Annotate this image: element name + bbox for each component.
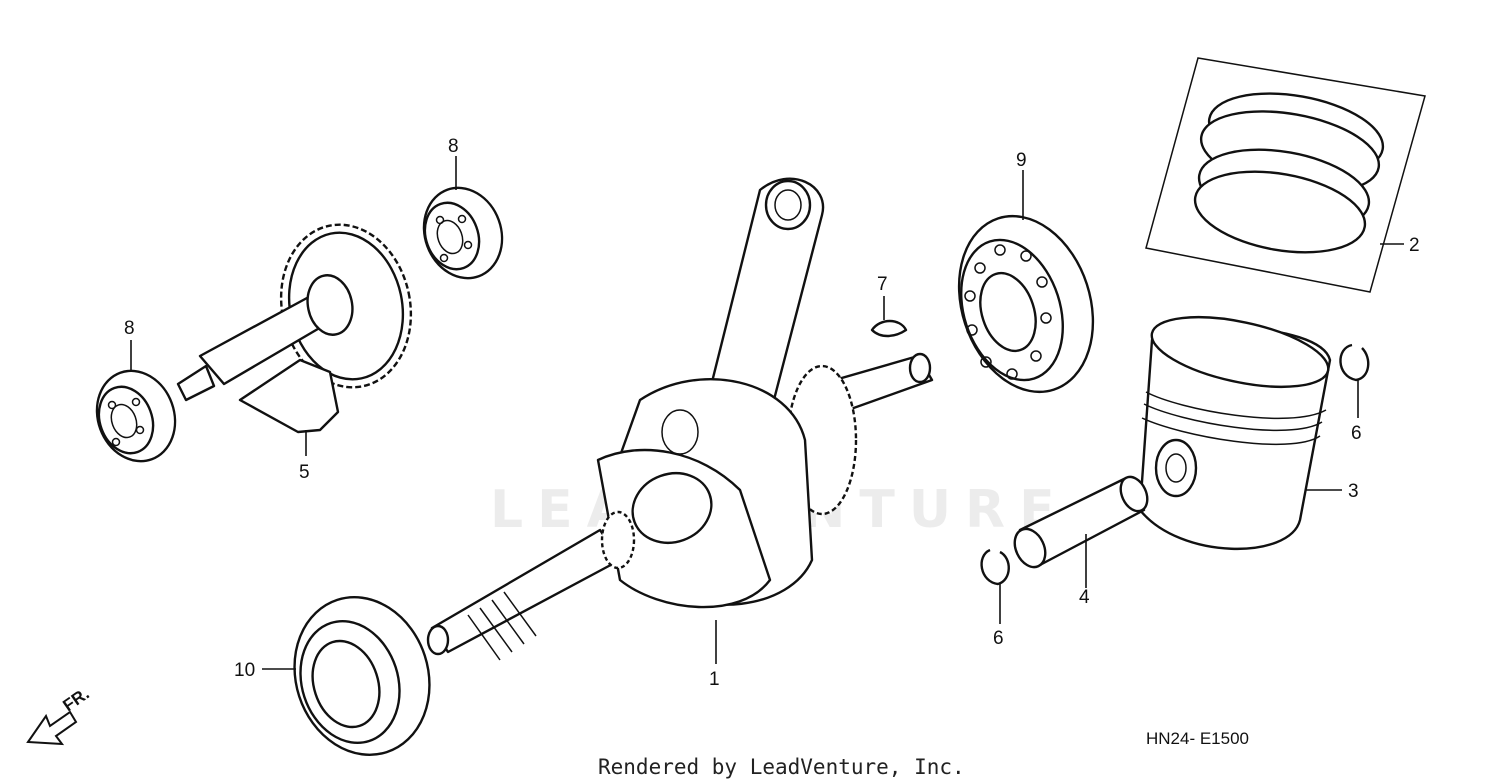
- front-direction-label: FR.: [59, 684, 92, 715]
- diagram-code: HN24- E1500: [1146, 729, 1249, 748]
- callout-6-lower[interactable]: 6: [993, 628, 1004, 649]
- callout-8-upper[interactable]: 8: [448, 136, 459, 157]
- crankshaft-part-1[interactable]: [426, 177, 934, 661]
- callout-10[interactable]: 10: [234, 660, 255, 681]
- piston-pin-clip-part-6-upper[interactable]: [1339, 343, 1370, 382]
- front-direction-arrow-icon: [26, 710, 78, 746]
- callout-5[interactable]: 5: [299, 462, 310, 483]
- callout-8-left[interactable]: 8: [124, 318, 135, 339]
- callout-1[interactable]: 1: [709, 669, 720, 690]
- callout-3[interactable]: 3: [1348, 481, 1359, 502]
- oil-seal-part-10[interactable]: [275, 580, 450, 773]
- callout-9[interactable]: 9: [1016, 150, 1027, 171]
- piston-pin-part-4[interactable]: [1009, 473, 1153, 572]
- bearing-part-8-upper[interactable]: [412, 177, 515, 289]
- woodruff-key-part-7[interactable]: [870, 319, 908, 338]
- balancer-shaft-part-5[interactable]: [176, 212, 426, 434]
- callout-2[interactable]: 2: [1409, 235, 1420, 256]
- callout-6-upper[interactable]: 6: [1351, 423, 1362, 444]
- callout-7[interactable]: 7: [877, 274, 888, 295]
- bearing-part-8-left[interactable]: [85, 360, 188, 472]
- piston-pin-clip-part-6-lower[interactable]: [980, 548, 1010, 586]
- footer-credit: Rendered by LeadVenture, Inc.: [598, 755, 965, 779]
- piston-ring-set-part-2[interactable]: [1145, 57, 1426, 293]
- callout-4[interactable]: 4: [1079, 587, 1090, 608]
- piston-part-3[interactable]: [1138, 304, 1334, 551]
- leader-lines: [130, 156, 1404, 670]
- bearing-part-9[interactable]: [937, 199, 1114, 410]
